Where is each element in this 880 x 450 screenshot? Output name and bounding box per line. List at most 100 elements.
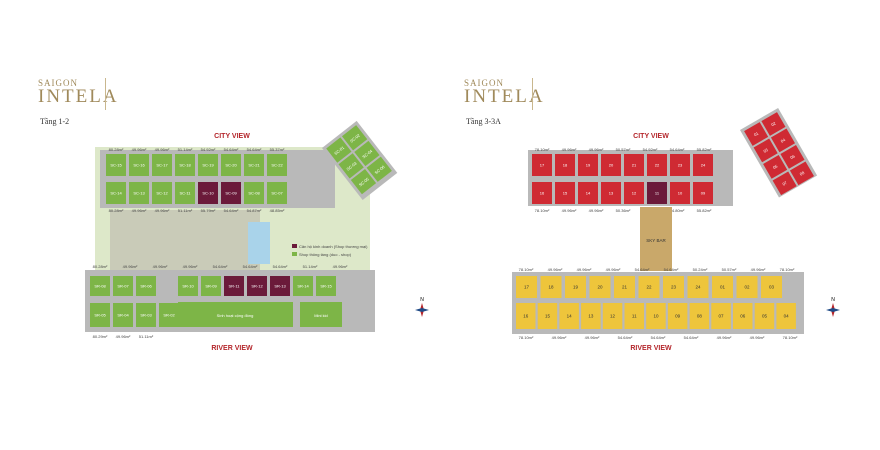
- unit-20[interactable]: [589, 276, 611, 298]
- area-label: 54.64m²: [651, 335, 666, 340]
- unit-18[interactable]: [540, 276, 562, 298]
- community-room[interactable]: [178, 302, 293, 327]
- sky-bar-label: SKY BAR: [646, 238, 666, 243]
- unit-sr-12[interactable]: [247, 276, 267, 296]
- area-label: 54.64m²: [224, 208, 239, 213]
- unit-sc-06[interactable]: [366, 156, 392, 182]
- unit-label: 07: [719, 314, 725, 319]
- unit-09[interactable]: [693, 182, 713, 204]
- unit-22[interactable]: [638, 276, 660, 298]
- unit-label: SC-09: [225, 191, 237, 196]
- unit-label: 01: [720, 285, 726, 290]
- unit-18[interactable]: [555, 154, 575, 176]
- unit-11[interactable]: [624, 303, 645, 329]
- unit-05[interactable]: [754, 303, 775, 329]
- unit-17[interactable]: [516, 276, 537, 298]
- unit-09[interactable]: [667, 303, 688, 329]
- unit-sc-01[interactable]: [326, 137, 352, 163]
- unit-sc-07[interactable]: [267, 182, 287, 204]
- unit-sc-20[interactable]: [221, 154, 241, 176]
- unit-02[interactable]: [736, 276, 758, 298]
- unit-03[interactable]: [753, 138, 778, 163]
- unit-sc-11[interactable]: [175, 182, 195, 204]
- unit-20[interactable]: [601, 154, 621, 176]
- unit-01[interactable]: [744, 122, 769, 146]
- unit-sr-15[interactable]: [316, 276, 336, 296]
- unit-13[interactable]: [581, 303, 601, 329]
- compass-icon: N: [826, 297, 840, 317]
- unit-24[interactable]: [693, 154, 713, 176]
- unit-sr-03[interactable]: [136, 303, 156, 327]
- unit-sc-02[interactable]: [341, 125, 368, 151]
- unit-sr-09[interactable]: [201, 276, 221, 296]
- unit-13[interactable]: [601, 182, 621, 204]
- city-view-label: CITY VIEW: [633, 133, 669, 140]
- unit-08[interactable]: [689, 303, 710, 329]
- unit-21[interactable]: [624, 154, 644, 176]
- unit-sc-09[interactable]: [221, 182, 241, 204]
- unit-sr-06[interactable]: [136, 276, 156, 296]
- unit-sr-05[interactable]: [90, 303, 110, 327]
- unit-17[interactable]: [532, 154, 552, 176]
- unit-sc-21[interactable]: [244, 154, 264, 176]
- unit-06[interactable]: [733, 303, 753, 329]
- area-label: 78.10m²: [535, 208, 550, 213]
- unit-14[interactable]: [578, 182, 598, 204]
- unit-sc-03[interactable]: [338, 153, 364, 179]
- unit-sc-17[interactable]: [152, 154, 172, 176]
- unit-16[interactable]: [532, 182, 552, 204]
- unit-08[interactable]: [789, 161, 815, 186]
- unit-06[interactable]: [780, 145, 805, 169]
- unit-21[interactable]: [614, 276, 635, 298]
- unit-label: SR-06: [140, 284, 152, 289]
- unit-07[interactable]: [772, 171, 797, 196]
- unit-sc-22[interactable]: [267, 154, 287, 176]
- unit-sc-04[interactable]: [354, 140, 380, 167]
- unit-sr-08[interactable]: [90, 276, 110, 296]
- unit-14[interactable]: [559, 303, 579, 329]
- unit-sr-07[interactable]: [113, 276, 133, 296]
- unit-22[interactable]: [647, 154, 667, 176]
- area-label: 54.92m²: [643, 147, 658, 152]
- unit-sc-12[interactable]: [152, 182, 172, 204]
- unit-01[interactable]: [712, 276, 733, 298]
- unit-sr-02[interactable]: [159, 303, 179, 327]
- unit-19[interactable]: [578, 154, 598, 176]
- unit-sc-18[interactable]: [175, 154, 195, 176]
- unit-sr-10[interactable]: [178, 276, 198, 296]
- unit-05[interactable]: [763, 155, 788, 179]
- unit-02[interactable]: [761, 112, 786, 136]
- unit-sc-13[interactable]: [129, 182, 149, 204]
- unit-sc-15[interactable]: [106, 154, 126, 176]
- unit-sc-14[interactable]: [106, 182, 126, 204]
- unit-10[interactable]: [646, 303, 666, 329]
- unit-12[interactable]: [602, 303, 623, 329]
- unit-19[interactable]: [565, 276, 586, 298]
- unit-24[interactable]: [687, 276, 709, 298]
- brand-divider: [532, 78, 533, 110]
- unit-11[interactable]: [647, 182, 667, 204]
- unit-sr-11[interactable]: [224, 276, 244, 296]
- unit-07[interactable]: [711, 303, 731, 329]
- unit-sc-10[interactable]: [198, 182, 218, 204]
- unit-sr-14[interactable]: [293, 276, 313, 296]
- unit-sc-08[interactable]: [244, 182, 264, 204]
- unit-03[interactable]: [761, 276, 782, 298]
- unit-sc-19[interactable]: [198, 154, 218, 176]
- unit-10[interactable]: [670, 182, 690, 204]
- unit-sr-04[interactable]: [113, 303, 133, 327]
- unit-sc-05[interactable]: [350, 168, 377, 195]
- unit-23[interactable]: [670, 154, 690, 176]
- unit-23[interactable]: [663, 276, 684, 298]
- unit-sc-16[interactable]: [129, 154, 149, 176]
- unit-16[interactable]: [516, 303, 536, 329]
- unit-15[interactable]: [537, 303, 558, 329]
- unit-sr-13[interactable]: [270, 276, 290, 296]
- unit-12[interactable]: [624, 182, 644, 204]
- unit-label: 08: [697, 314, 703, 319]
- unit-15[interactable]: [555, 182, 575, 204]
- mini-kid-room[interactable]: [300, 302, 342, 327]
- unit-04[interactable]: [770, 128, 796, 153]
- unit-04[interactable]: [776, 303, 796, 329]
- brand-main: INTELA: [38, 86, 119, 107]
